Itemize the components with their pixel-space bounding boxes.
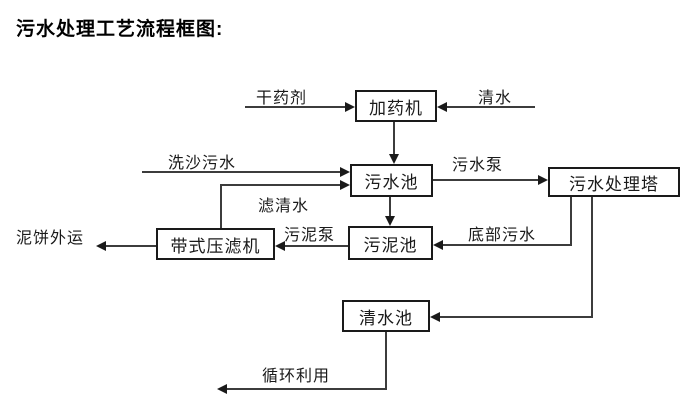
edge-label-sand-washing-sewage: 洗沙污水 bbox=[168, 155, 237, 172]
line-bottom-sewage-horizontal bbox=[443, 244, 572, 246]
page-title: 污水处理工艺流程框图: bbox=[16, 19, 224, 40]
node-dosing-machine: 加药机 bbox=[355, 90, 437, 122]
line-dosing-to-sewage bbox=[393, 122, 395, 156]
node-sludge-pool-label: 污泥池 bbox=[363, 235, 418, 255]
arrowhead-left-icon bbox=[217, 384, 227, 394]
node-sludge-pool: 污泥池 bbox=[348, 226, 433, 260]
node-treatment-tower-label: 污水处理塔 bbox=[569, 174, 659, 194]
node-belt-filter-press: 带式压滤机 bbox=[156, 228, 275, 260]
line-recycle-vertical bbox=[385, 332, 387, 390]
arrowhead-down-icon bbox=[385, 216, 395, 226]
arrowhead-left-icon bbox=[437, 102, 447, 112]
arrowhead-left-icon bbox=[433, 240, 443, 250]
arrowhead-left-icon bbox=[430, 312, 440, 322]
line-sewage-pump bbox=[433, 179, 538, 181]
line-dry-chemical bbox=[245, 106, 345, 108]
arrowhead-right-icon bbox=[340, 167, 350, 177]
edge-label-dry-chemical: 干药剂 bbox=[256, 90, 308, 107]
edge-label-recycle: 循环利用 bbox=[262, 368, 331, 385]
arrowhead-right-icon bbox=[345, 102, 355, 112]
node-sewage-pool: 污水池 bbox=[350, 164, 433, 197]
node-clear-water-pool: 清水池 bbox=[342, 300, 430, 332]
node-dosing-machine-label: 加药机 bbox=[369, 98, 423, 118]
edge-label-filtered-water: 滤清水 bbox=[258, 198, 310, 215]
arrowhead-right-icon bbox=[340, 180, 350, 190]
line-sewage-to-sludge bbox=[389, 197, 391, 216]
line-bottom-sewage-vertical bbox=[570, 197, 572, 246]
line-sand-washing-sewage bbox=[142, 171, 340, 173]
arrowhead-down-icon bbox=[389, 154, 399, 164]
arrowhead-right-icon bbox=[538, 175, 548, 185]
node-clear-water-pool-label: 清水池 bbox=[359, 308, 413, 328]
node-treatment-tower: 污水处理塔 bbox=[548, 167, 680, 197]
line-filtered-water-vertical bbox=[220, 184, 222, 228]
node-sewage-pool-label: 污水池 bbox=[364, 173, 419, 192]
edge-label-clear-water: 清水 bbox=[478, 90, 513, 107]
line-tower-to-clear-horizontal bbox=[440, 316, 593, 318]
line-clear-water bbox=[447, 106, 535, 108]
line-mud-cake-out bbox=[106, 245, 156, 247]
arrowhead-left-icon bbox=[275, 241, 285, 251]
edge-label-sewage-pump: 污水泵 bbox=[452, 157, 504, 174]
edge-label-bottom-sewage: 底部污水 bbox=[468, 227, 537, 244]
line-sludge-pump bbox=[285, 245, 348, 247]
edge-label-mud-cake-out: 泥饼外运 bbox=[16, 230, 85, 247]
line-tower-to-clear-vertical bbox=[591, 197, 593, 318]
edge-label-sludge-pump: 污泥泵 bbox=[284, 227, 336, 244]
arrowhead-left-icon bbox=[96, 241, 106, 251]
node-belt-filter-press-label: 带式压滤机 bbox=[170, 236, 261, 256]
line-recycle-horizontal bbox=[227, 388, 387, 390]
line-filtered-water-horizontal bbox=[220, 184, 340, 186]
